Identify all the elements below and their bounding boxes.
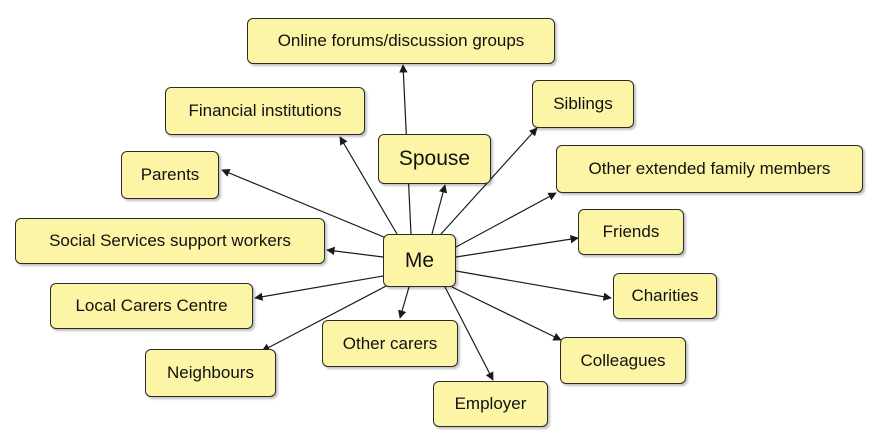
arrow-me-to-financial bbox=[339, 136, 398, 235]
node-friends: Friends bbox=[578, 209, 684, 255]
node-siblings: Siblings bbox=[532, 80, 634, 128]
node-charities: Charities bbox=[613, 273, 717, 319]
arrow-me-to-carers-centre bbox=[254, 275, 384, 301]
node-financial-institutions: Financial institutions bbox=[165, 87, 365, 135]
arrow-me-to-employer bbox=[444, 286, 494, 381]
arrow-me-to-charities bbox=[455, 270, 612, 301]
node-other-carers: Other carers bbox=[322, 320, 458, 367]
arrow-me-to-social bbox=[326, 246, 384, 258]
arrow-me-to-parents bbox=[221, 169, 392, 241]
arrow-me-to-spouse bbox=[431, 184, 448, 235]
arrow-me-to-colleagues bbox=[451, 286, 562, 341]
node-colleagues: Colleagues bbox=[560, 337, 686, 384]
node-extended-family: Other extended family members bbox=[556, 145, 863, 193]
node-online-forums: Online forums/discussion groups bbox=[247, 18, 555, 64]
arrow-me-to-other-carers bbox=[398, 286, 410, 319]
node-spouse: Spouse bbox=[378, 134, 491, 184]
node-employer: Employer bbox=[433, 381, 548, 427]
node-social-services: Social Services support workers bbox=[15, 218, 325, 264]
arrow-me-to-friends bbox=[455, 235, 579, 258]
node-me: Me bbox=[383, 234, 456, 287]
node-local-carers-centre: Local Carers Centre bbox=[50, 283, 253, 329]
node-neighbours: Neighbours bbox=[145, 349, 276, 397]
arrow-me-to-neighbours bbox=[261, 284, 389, 352]
arrow-me-to-extended bbox=[455, 192, 557, 248]
node-parents: Parents bbox=[121, 151, 219, 199]
